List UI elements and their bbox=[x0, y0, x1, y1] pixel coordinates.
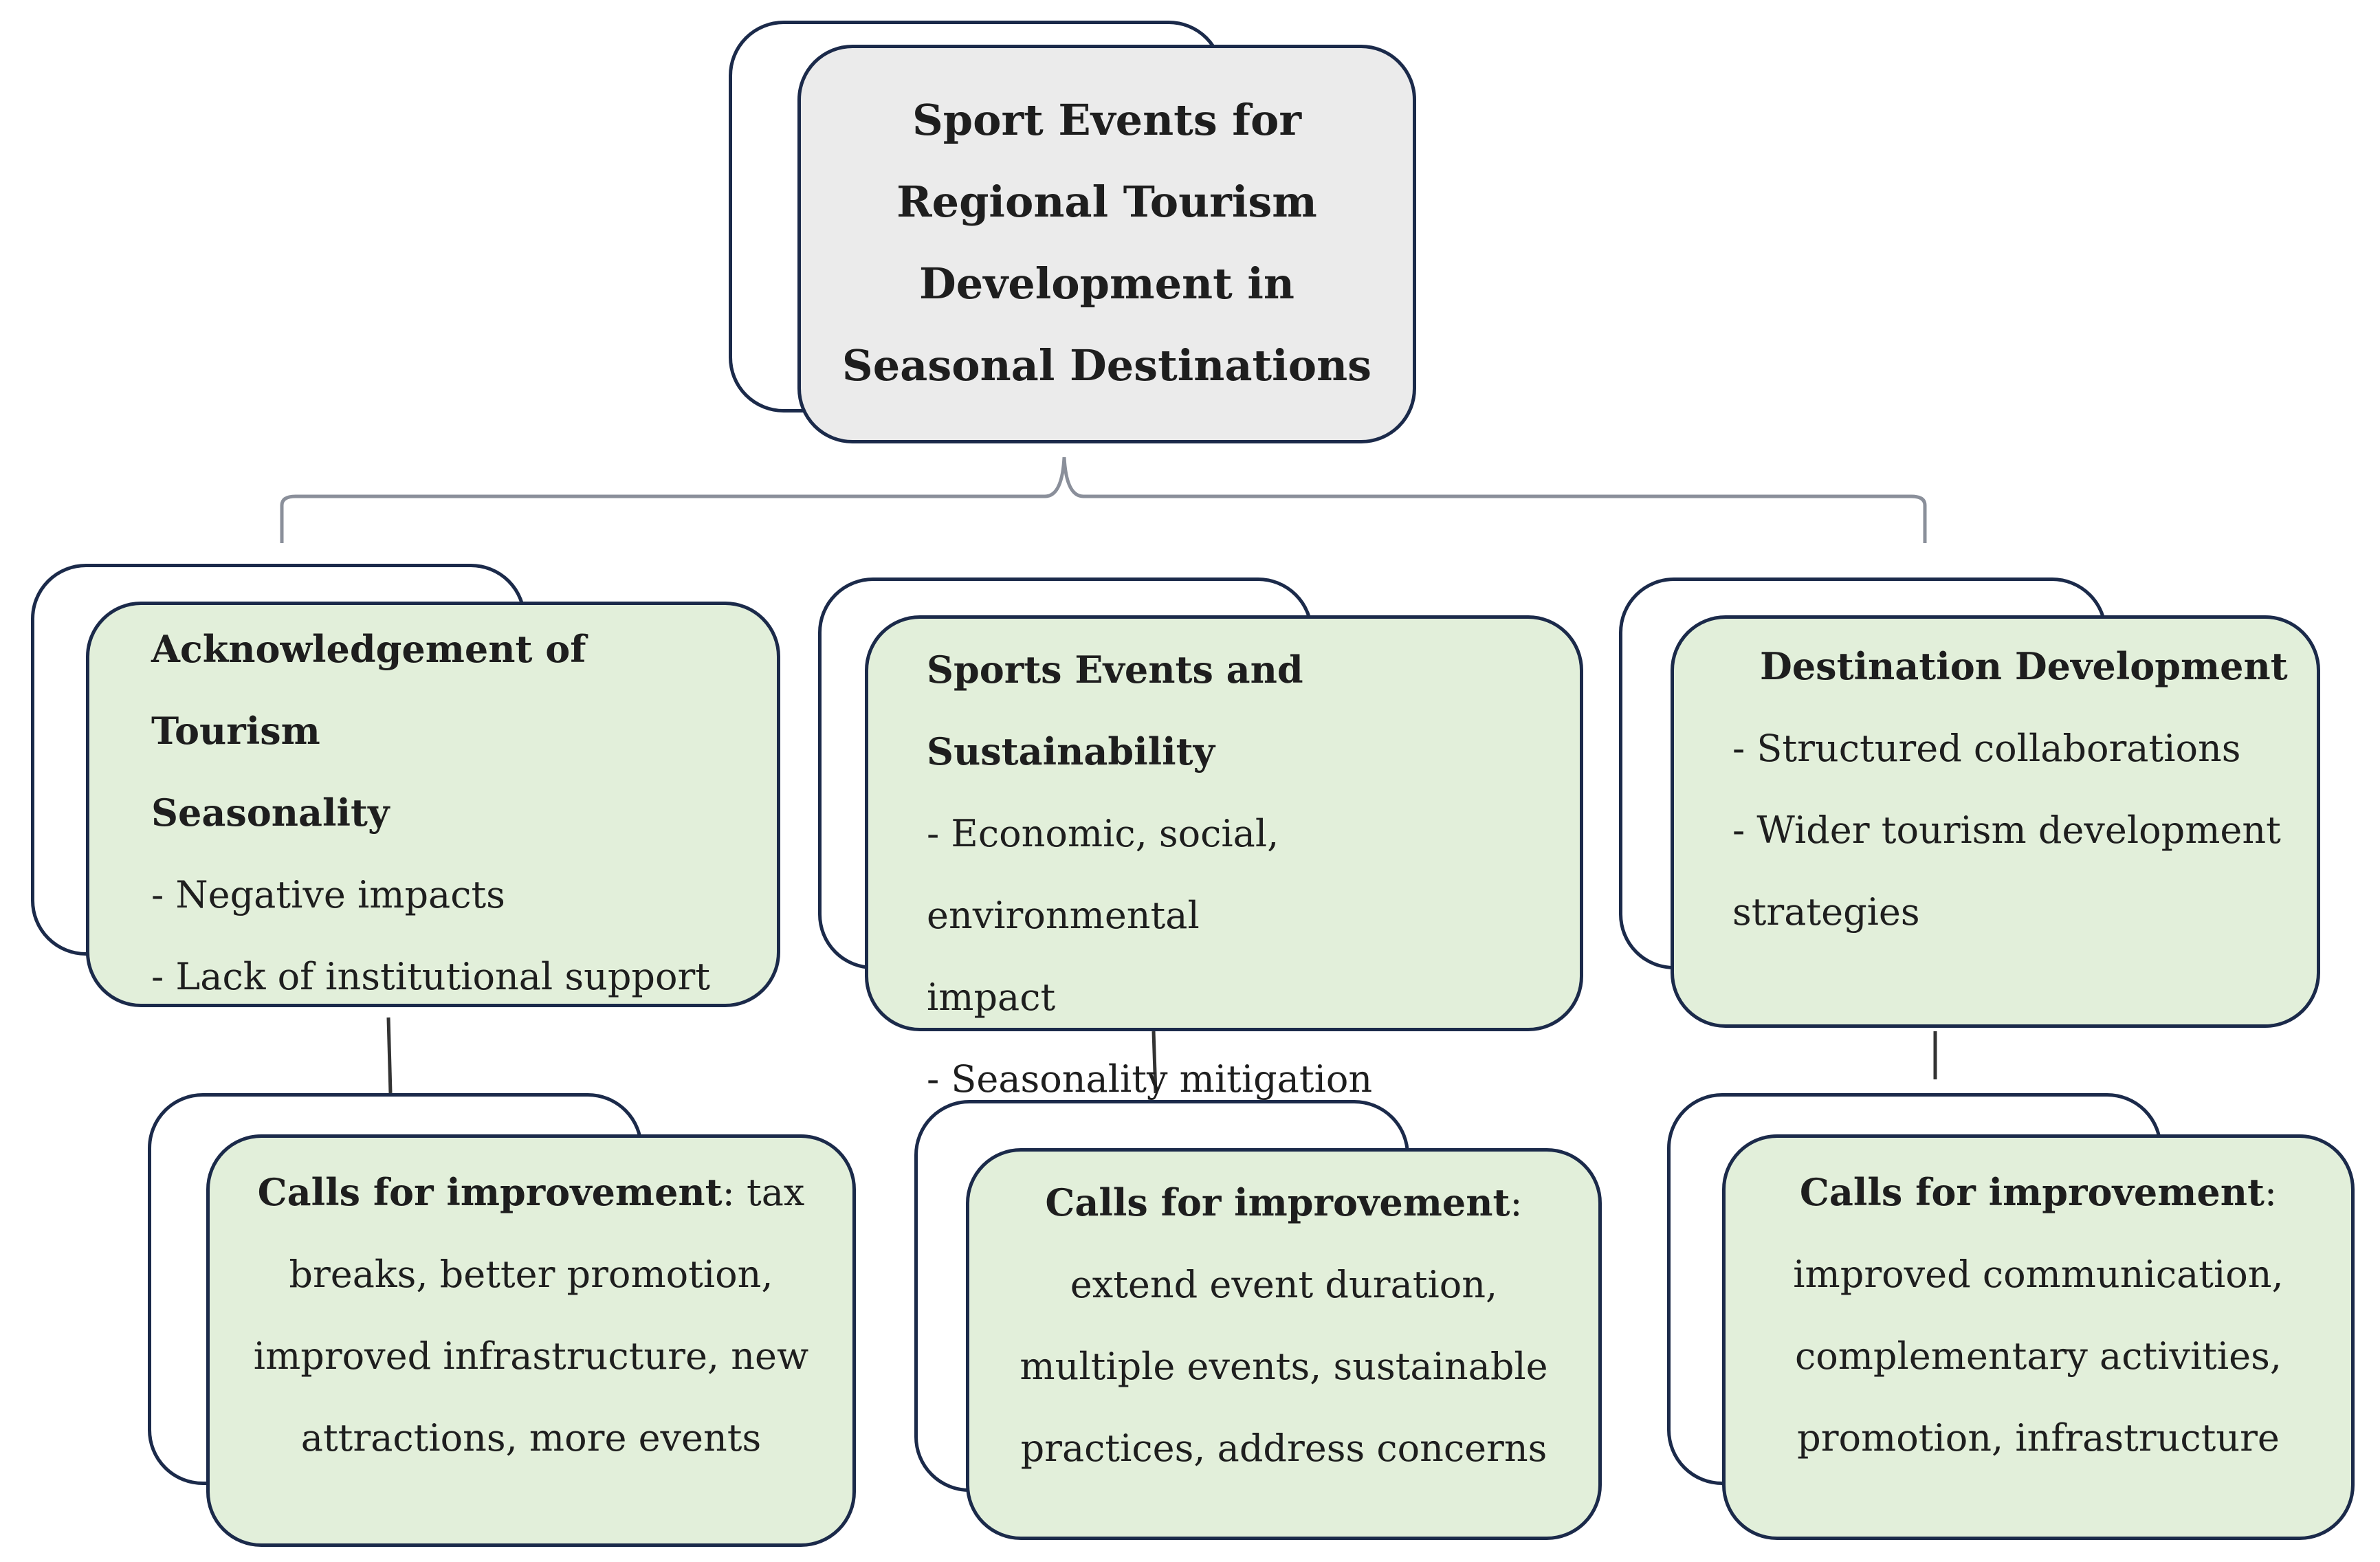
branch-3-title-line-1: Destination Development bbox=[1760, 644, 2288, 688]
calls-1-line-3: improved infrastructure, new bbox=[253, 1334, 809, 1378]
calls-3-line-2: improved communication, bbox=[1793, 1253, 2284, 1296]
calls-2-text: Calls for improvement: extend event dura… bbox=[969, 1162, 1598, 1489]
root-node: Sport Events for Regional Tourism Develo… bbox=[797, 45, 1416, 443]
root-line-3: Development in bbox=[919, 258, 1294, 309]
branch-3-item-1: - Structured collaborations bbox=[1732, 727, 2241, 770]
branch-3-node: Destination Development - Structured col… bbox=[1671, 615, 2320, 1028]
calls-2-lead: Calls for improvement bbox=[1045, 1180, 1510, 1224]
calls-2-node: Calls for improvement: extend event dura… bbox=[966, 1148, 1602, 1540]
calls-3-line-4: promotion, infrastructure bbox=[1797, 1416, 2280, 1460]
calls-2-line-2: extend event duration, bbox=[1070, 1263, 1498, 1306]
calls-3-text: Calls for improvement: improved communic… bbox=[1726, 1152, 2351, 1479]
calls-1-lead: Calls for improvement bbox=[257, 1170, 723, 1214]
branch-2-item-3: - Seasonality mitigation bbox=[927, 1057, 1373, 1101]
calls-1-node: Calls for improvement: tax breaks, bette… bbox=[206, 1134, 856, 1547]
calls-2-line-1: : bbox=[1510, 1181, 1523, 1224]
branch-2-node: Sports Events and Sustainability - Econo… bbox=[865, 615, 1583, 1101]
calls-3-lead: Calls for improvement bbox=[1799, 1170, 2265, 1214]
branch-3-item-2: - Wider tourism development bbox=[1732, 808, 2281, 852]
root-line-1: Sport Events for bbox=[912, 95, 1301, 145]
calls-1-text: Calls for improvement: tax breaks, bette… bbox=[210, 1152, 852, 1479]
calls-1-line-4: attractions, more events bbox=[300, 1416, 762, 1460]
branch-2-title-line-1: Sports Events and Sustainability bbox=[927, 648, 1303, 773]
branch-1-node: Acknowledgement of Tourism Seasonality -… bbox=[86, 602, 780, 1007]
calls-2-line-3: multiple events, sustainable bbox=[1020, 1345, 1548, 1388]
branch-1-item-1: - Negative impacts bbox=[151, 873, 505, 916]
root-bracket bbox=[280, 456, 1927, 543]
branch-3-item-3: strategies bbox=[1732, 890, 1920, 934]
calls-3-line-1: : bbox=[2264, 1171, 2278, 1214]
branch-1-title-line-2: Seasonality bbox=[151, 791, 390, 835]
root-line-4: Seasonal Destinations bbox=[841, 340, 1372, 390]
root-node-text: Sport Events for Regional Tourism Develo… bbox=[801, 79, 1413, 406]
branch-1-text: Acknowledgement of Tourism Seasonality -… bbox=[151, 608, 749, 1018]
connector-branch-1 bbox=[386, 1017, 393, 1094]
branch-2-item-2: impact bbox=[927, 976, 1056, 1019]
connector-branch-2 bbox=[1152, 1031, 1158, 1094]
calls-3-line-3: complementary activities, bbox=[1794, 1334, 2282, 1378]
branch-1-item-2: - Lack of institutional support bbox=[151, 955, 711, 998]
calls-3-node: Calls for improvement: improved communic… bbox=[1722, 1134, 2355, 1540]
branch-2-item-1: - Economic, social, environmental bbox=[927, 812, 1279, 937]
root-line-2: Regional Tourism bbox=[896, 177, 1317, 227]
branch-1-title-line-1: Acknowledgement of Tourism bbox=[151, 627, 586, 753]
calls-1-line-2: breaks, better promotion, bbox=[289, 1253, 773, 1296]
calls-2-line-4: practices, address concerns bbox=[1020, 1427, 1547, 1470]
calls-1-line-1: : tax bbox=[722, 1171, 805, 1214]
branch-2-text: Sports Events and Sustainability - Econo… bbox=[927, 629, 1552, 1120]
branch-3-text: Destination Development - Structured col… bbox=[1732, 626, 2289, 953]
